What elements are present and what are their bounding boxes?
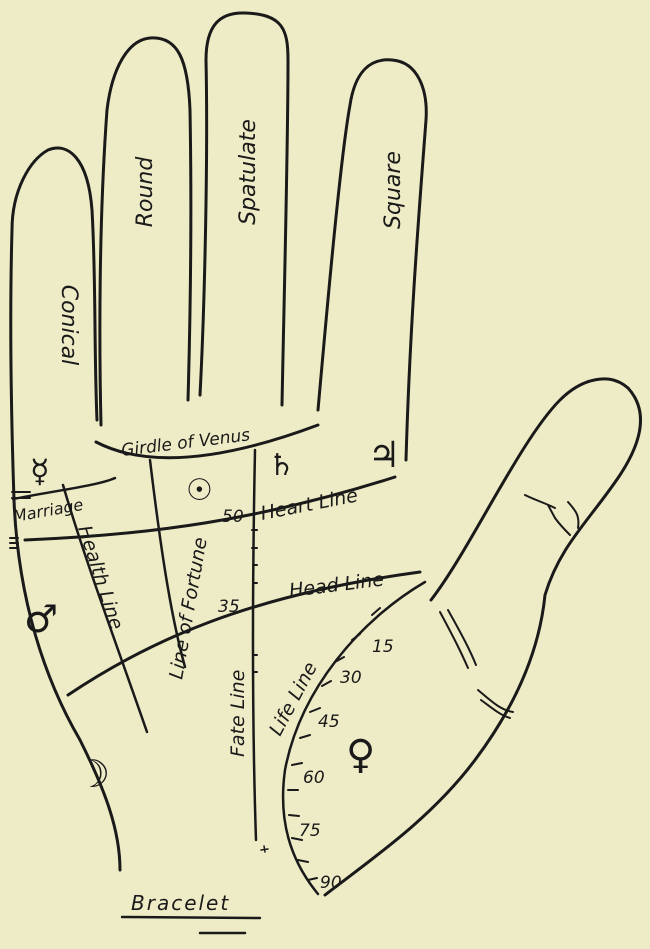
finger-label-spatulate: Spatulate (236, 119, 261, 225)
finger-label-square: Square (381, 151, 406, 229)
moon-icon: ☽ (76, 752, 110, 796)
label-bracelet: Bracelet (131, 891, 230, 915)
finger-label-round: Round (133, 156, 158, 228)
sun-icon: ☉ (186, 473, 213, 508)
life-age-60: 60 (303, 768, 325, 788)
life-age-75: 75 (299, 821, 321, 841)
finger-labels: Conical Round Spatulate Square (56, 119, 406, 365)
palm-lines (10, 425, 578, 894)
fate-line (253, 450, 256, 840)
label-heart-line: Heart Line (259, 485, 360, 525)
label-fate-line: Fate Line (227, 670, 249, 757)
life-age-45: 45 (318, 712, 340, 732)
finger-label-conical: Conical (56, 285, 81, 366)
life-age-90: 90 (320, 873, 342, 893)
venus-icon: ♀ (346, 732, 375, 778)
fate-age-35: 35 (218, 597, 240, 617)
thumb-creases (440, 495, 578, 718)
life-age-30: 30 (340, 668, 362, 688)
jupiter-icon: ♃ (368, 435, 400, 476)
label-life-line: Life Line (265, 658, 322, 739)
mercury-icon: ☿ (30, 452, 50, 490)
label-health-line: Health Line (73, 523, 127, 633)
label-girdle-of-venus: Girdle of Venus (120, 425, 251, 461)
saturn-icon: ♄ (268, 448, 295, 483)
life-age-15: 15 (372, 637, 394, 657)
fate-age-50: 50 (222, 507, 244, 527)
mars-icon: ♂ (24, 597, 58, 641)
label-head-line: Head Line (288, 569, 385, 602)
